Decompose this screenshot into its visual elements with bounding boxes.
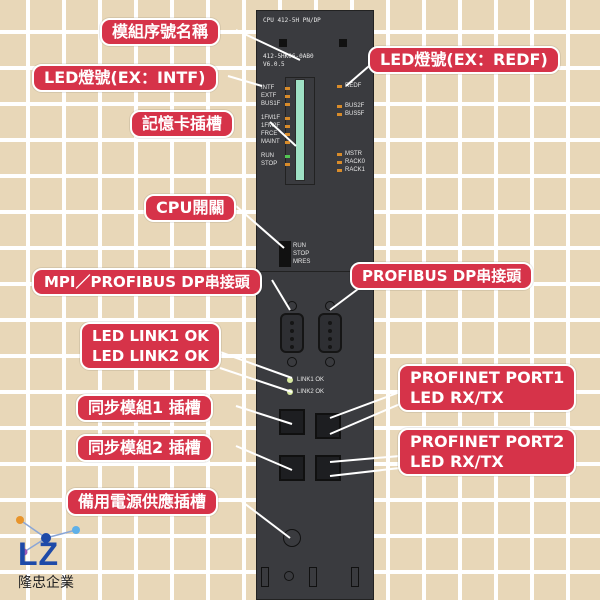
led-1fm2f [285, 125, 290, 128]
callout-led-link: LED LINK1 OK LED LINK2 OK [80, 322, 221, 370]
connector-pin [290, 345, 294, 349]
switch-label-mres: MRES [293, 259, 311, 265]
bottom-right-tab [351, 567, 359, 587]
led-bus5f [337, 113, 342, 116]
logo-mark: LZ [18, 536, 60, 572]
callout-led-redf: LED燈號(EX：REDF) [368, 46, 560, 74]
callout-memory-card: 記憶卡插槽 [130, 110, 235, 138]
callout-profinet-port1: PROFINET PORT1 LED RX/TX [398, 364, 577, 412]
callout-cpu-switch: CPU開關 [144, 194, 237, 222]
callout-profinet-port2: PROFINET PORT2 LED RX/TX [398, 428, 577, 476]
led-frce [285, 133, 290, 136]
led-1fm1f [285, 117, 290, 120]
led-label-run: RUN [261, 153, 274, 159]
profinet-port2[interactable] [315, 455, 341, 481]
led-label-bus2f: BUS2F [345, 103, 365, 109]
logo-company-name: 隆忠企業 [18, 575, 74, 591]
panel-separator [257, 271, 373, 272]
link1-ok-led [287, 377, 293, 383]
led-extf [285, 95, 290, 98]
led-redf [337, 85, 342, 88]
led-label-frce: FRCE [261, 131, 278, 137]
callout-led-link1-text: LED LINK1 OK [92, 327, 209, 345]
top-left-indicator [279, 39, 287, 47]
connector-pin [328, 337, 332, 341]
led-label-redf: REDF [345, 83, 362, 89]
callout-port2-line2: LED RX/TX [410, 452, 504, 471]
led-label-stop: STOP [261, 161, 278, 167]
callout-sync-module-2: 同步模組2 插槽 [76, 434, 213, 462]
bottom-left-tab [261, 567, 269, 587]
callout-led-intf: LED燈號(EX：INTF) [32, 64, 218, 92]
led-rack1 [337, 169, 342, 172]
connector-pin [328, 329, 332, 333]
connector-pin [290, 329, 294, 333]
module-model-label: CPU 412-5H PN/DP [263, 17, 321, 24]
callout-profibus-dp: PROFIBUS DP串接頭 [350, 262, 534, 290]
callout-led-link2-text: LED LINK2 OK [92, 347, 209, 365]
led-mstr [337, 153, 342, 156]
led-stop [285, 163, 290, 166]
mpi-profibus-connector[interactable] [280, 313, 304, 353]
led-bus1f [285, 103, 290, 106]
top-right-indicator [339, 39, 347, 47]
led-label-1fm1f: 1FM1F [261, 115, 281, 121]
logo-molecule-icon [16, 516, 80, 556]
switch-label-stop: STOP [293, 251, 310, 257]
led-maint [285, 141, 290, 144]
callout-sync-module-1: 同步模組1 插槽 [76, 394, 213, 422]
led-label-maint: MAINT [261, 139, 280, 145]
led-run [285, 155, 290, 158]
led-label-intf: INTF [261, 85, 275, 91]
led-label-rack1: RACK1 [345, 167, 366, 173]
cpu-mode-switch[interactable] [279, 241, 291, 267]
sync-module-1-slot[interactable] [279, 409, 305, 435]
link2-ok-led [287, 389, 293, 395]
led-label-bus5f: BUS5F [345, 111, 365, 117]
connector-pin [290, 321, 294, 325]
link1-ok-label: LINK1 OK [297, 377, 325, 383]
sync-module-2-slot[interactable] [279, 455, 305, 481]
led-rack0 [337, 161, 342, 164]
dp-connector-screw-top [325, 301, 335, 311]
switch-label-run: RUN [293, 243, 306, 249]
profinet-port1[interactable] [315, 413, 341, 439]
bottom-center-tab [309, 567, 317, 587]
led-label-1fm2f: 1FM2F [261, 123, 281, 129]
module-version: V6.0.5 [263, 61, 285, 68]
mpi-connector-screw-bottom [287, 357, 297, 367]
callout-backup-power: 備用電源供應插槽 [66, 488, 219, 516]
connector-pin [328, 321, 332, 325]
callout-port1-line1: PROFINET PORT1 [410, 368, 565, 387]
bottom-screw [284, 571, 294, 581]
callout-port1-line2: LED RX/TX [410, 388, 504, 407]
led-intf [285, 87, 290, 90]
callout-module-name: 模組序號名稱 [100, 18, 221, 46]
led-bus2f [337, 105, 342, 108]
connector-pin [328, 345, 332, 349]
company-logo: LZ 隆忠企業 [6, 510, 116, 600]
led-label-mstr: MSTR [345, 151, 362, 157]
connector-pin [290, 337, 294, 341]
dp-connector-screw-bottom [325, 357, 335, 367]
mpi-connector-screw-top [287, 301, 297, 311]
module-order-number: 412-5HK06-0AB0 [263, 53, 314, 60]
backup-power-slot[interactable] [283, 529, 301, 547]
led-label-bus1f: BUS1F [261, 101, 281, 107]
callout-port2-line1: PROFINET PORT2 [410, 432, 565, 451]
led-label-rack0: RACK0 [345, 159, 366, 165]
led-label-extf: EXTF [261, 93, 277, 99]
link2-ok-label: LINK2 OK [297, 389, 325, 395]
memory-card-slot[interactable] [295, 79, 305, 181]
profibus-dp-connector[interactable] [318, 313, 342, 353]
cpu-module: CPU 412-5H PN/DP 412-5HK06-0AB0 V6.0.5 I… [256, 10, 374, 600]
callout-mpi-profibus: MPI／PROFIBUS DP串接頭 [32, 268, 262, 296]
